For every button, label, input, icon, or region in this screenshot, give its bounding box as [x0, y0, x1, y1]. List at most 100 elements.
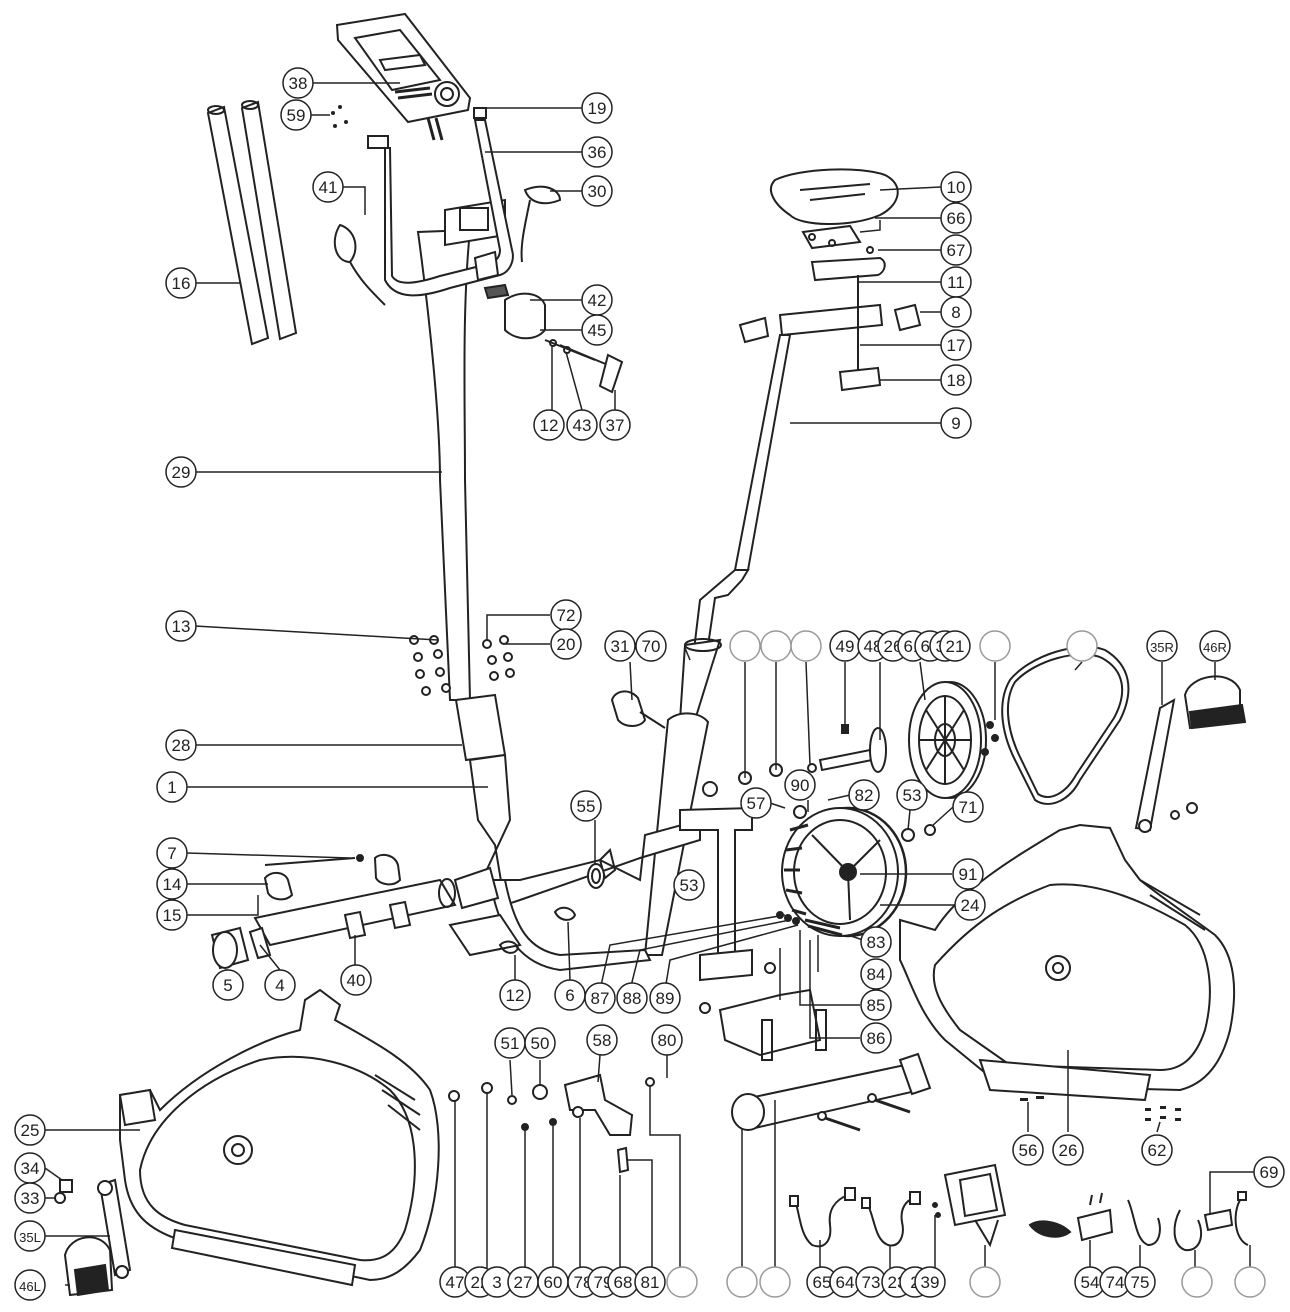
left-crank-pedal: [54, 1178, 132, 1297]
callout-circle: [340, 964, 372, 996]
callout-1: 1: [156, 771, 188, 803]
callout-circle: [914, 1266, 946, 1298]
callout-text: 81: [641, 1273, 660, 1292]
callout-31: 31: [604, 630, 636, 662]
callout-circle: [940, 296, 972, 328]
idler-bracket: [507, 1073, 655, 1174]
pulley-assembly: [702, 681, 999, 799]
callout-text: 59: [287, 106, 306, 125]
callout-36: 36: [581, 136, 613, 168]
callout-text: 54: [1081, 1273, 1100, 1292]
callout-text: 55: [577, 797, 596, 816]
callout-text: 53: [680, 876, 699, 895]
callout-text: 13: [172, 617, 191, 636]
callout-text: 5: [223, 976, 232, 995]
callout-blank6: [666, 1266, 698, 1298]
callout-text: 72: [557, 606, 576, 625]
callout-text: 38: [289, 74, 308, 93]
callout-73: 73: [855, 1266, 887, 1298]
callout-82: 82: [848, 779, 880, 811]
callout-circle: [952, 791, 984, 823]
callout-circle: [860, 926, 892, 958]
callout-circle: [1052, 1134, 1084, 1166]
callout-circle: [1253, 1156, 1285, 1188]
callout-text: 30: [588, 182, 607, 201]
callout-text: 70: [642, 637, 661, 656]
callout-17: 17: [940, 329, 972, 361]
callout-text: 51: [501, 1034, 520, 1053]
callout-66: 66: [940, 202, 972, 234]
callout-circle: [312, 171, 344, 203]
callout-53a: 53: [896, 779, 928, 811]
callout-circle: [533, 409, 565, 441]
callout-14: 14: [156, 868, 188, 900]
callout-circle: [848, 779, 880, 811]
callout-13: 13: [165, 610, 197, 642]
callout-text: 62: [1148, 1141, 1167, 1160]
callout-text: 34: [21, 1159, 40, 1178]
callout-text: 37: [606, 416, 625, 435]
callout-84: 84: [860, 958, 892, 990]
callout-circle: [584, 982, 616, 1014]
callout-blank5: [1066, 630, 1098, 662]
callout-text: 19: [588, 99, 607, 118]
callout-text: 28: [172, 736, 191, 755]
callout-67: 67: [940, 234, 972, 266]
callout-43: 43: [566, 409, 598, 441]
callout-38: 38: [282, 67, 314, 99]
callout-circle: [740, 787, 772, 819]
callout-circle: [550, 628, 582, 660]
front-bracket: [448, 906, 577, 957]
callout-text: 20: [557, 635, 576, 654]
callout-circle: [586, 1024, 618, 1056]
callout-35R: 35R: [1146, 630, 1178, 662]
callout-text: 86: [867, 1029, 886, 1048]
callout-87: 87: [584, 982, 616, 1014]
tension-knob: [473, 250, 624, 394]
callout-circle: [570, 790, 602, 822]
cables-electronics: [789, 1163, 1249, 1252]
screws-56-62: [1020, 1096, 1181, 1121]
callout-circle: [940, 171, 972, 203]
callout-text: 25: [21, 1121, 40, 1140]
callout-86: 86: [860, 1022, 892, 1054]
callout-text: 14: [163, 875, 182, 894]
callout-circle: [760, 630, 792, 662]
right-side-cover: [899, 823, 1236, 1102]
callout-text: 46R: [1203, 640, 1227, 655]
callout-text: 91: [959, 865, 978, 884]
callout-text: 17: [947, 336, 966, 355]
foam-grips: [206, 100, 298, 346]
callout-circle: [14, 1220, 46, 1252]
callout-text: 3: [492, 1273, 501, 1292]
callout-5: 5: [212, 969, 244, 1001]
callout-circle: [156, 899, 188, 931]
callout-circle: [666, 1266, 698, 1298]
callout-text: 27: [514, 1273, 533, 1292]
callout-blank3: [790, 630, 822, 662]
callout-51: 51: [494, 1027, 526, 1059]
callout-circle: [1141, 1134, 1173, 1166]
callout-15: 15: [156, 899, 188, 931]
callout-circle: [581, 92, 613, 124]
callout-blank4: [979, 630, 1011, 662]
callout-19: 19: [581, 92, 613, 124]
callout-circle: [649, 982, 681, 1014]
callout-text: 39: [921, 1273, 940, 1292]
callout-text: 82: [855, 786, 874, 805]
handlebar-post: [367, 107, 514, 701]
callout-80: 80: [651, 1024, 683, 1056]
callout-37: 37: [599, 409, 631, 441]
callout-40: 40: [340, 964, 372, 996]
callout-text: 83: [867, 933, 886, 952]
callout-45: 45: [581, 314, 613, 346]
callout-circle: [581, 314, 613, 346]
flywheel: [781, 806, 908, 938]
callout-25: 25: [14, 1114, 46, 1146]
callout-68: 68: [607, 1266, 639, 1298]
callout-text: 87: [591, 989, 610, 1008]
callout-circle: [634, 1266, 666, 1298]
callout-text: 58: [593, 1031, 612, 1050]
screws-59: [331, 105, 348, 128]
seat-post-tube: [643, 638, 722, 956]
